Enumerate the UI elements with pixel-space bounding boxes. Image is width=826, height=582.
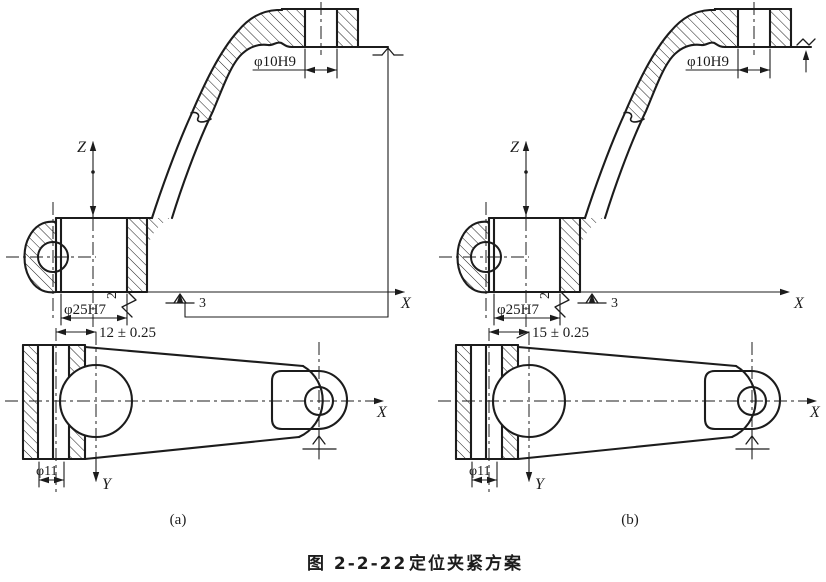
support-3-b xyxy=(577,293,607,304)
y-axis-label-a: Y xyxy=(102,476,113,493)
drawing-b: Z X φ10H9 φ25H7 2 3 15 ± 0.25 φ11 X Y (b… xyxy=(438,2,821,528)
dim-hub-bore-b: φ25H7 xyxy=(497,302,539,318)
plan-view-a xyxy=(5,328,384,494)
x-axis-label-front-a: X xyxy=(400,295,412,312)
locator-2-label-b: 2 xyxy=(538,292,553,299)
clamp-symbol-b xyxy=(789,38,816,73)
dim-hub-bore-a: φ25H7 xyxy=(64,302,106,318)
x-axis-label-plan-b: X xyxy=(809,404,821,421)
dim-boss-hole-b: φ10H9 xyxy=(687,54,729,70)
locating-link-a xyxy=(184,45,404,318)
x-axis-arrow-b xyxy=(780,288,790,296)
dim-offset-b: 15 ± 0.25 xyxy=(532,325,589,341)
plan-view-b xyxy=(438,328,817,494)
figure-title: 定位夹紧方案 xyxy=(409,553,523,574)
panel-label-a: (a) xyxy=(170,512,187,528)
offset-leader-b xyxy=(516,331,530,339)
dim-offset-a: 12 ± 0.25 xyxy=(99,325,156,341)
locator-2-label-a: 2 xyxy=(105,292,120,299)
dim-slot-a: φ11 xyxy=(36,464,58,479)
locator-3-label-a: 3 xyxy=(199,296,206,311)
front-view-b xyxy=(439,2,791,328)
support-3-a xyxy=(165,293,195,304)
dim-boss-hole-a: φ10H9 xyxy=(254,54,296,70)
dim-slot-b: φ11 xyxy=(469,464,491,479)
y-axis-label-b: Y xyxy=(535,476,546,493)
x-axis-label-plan-a: X xyxy=(376,404,388,421)
figure-number: 图 2-2-22 xyxy=(307,554,407,574)
z-axis-label-a: Z xyxy=(77,139,87,156)
front-view-a xyxy=(6,2,358,328)
drawing-a: Z X φ10H9 φ25H7 2 3 12 ± 0.25 φ11 X Y (a… xyxy=(5,2,412,528)
x-axis-label-front-b: X xyxy=(793,295,805,312)
locator-3-label-b: 3 xyxy=(611,296,618,311)
panel-label-b: (b) xyxy=(621,512,639,528)
z-axis-label-b: Z xyxy=(510,139,520,156)
